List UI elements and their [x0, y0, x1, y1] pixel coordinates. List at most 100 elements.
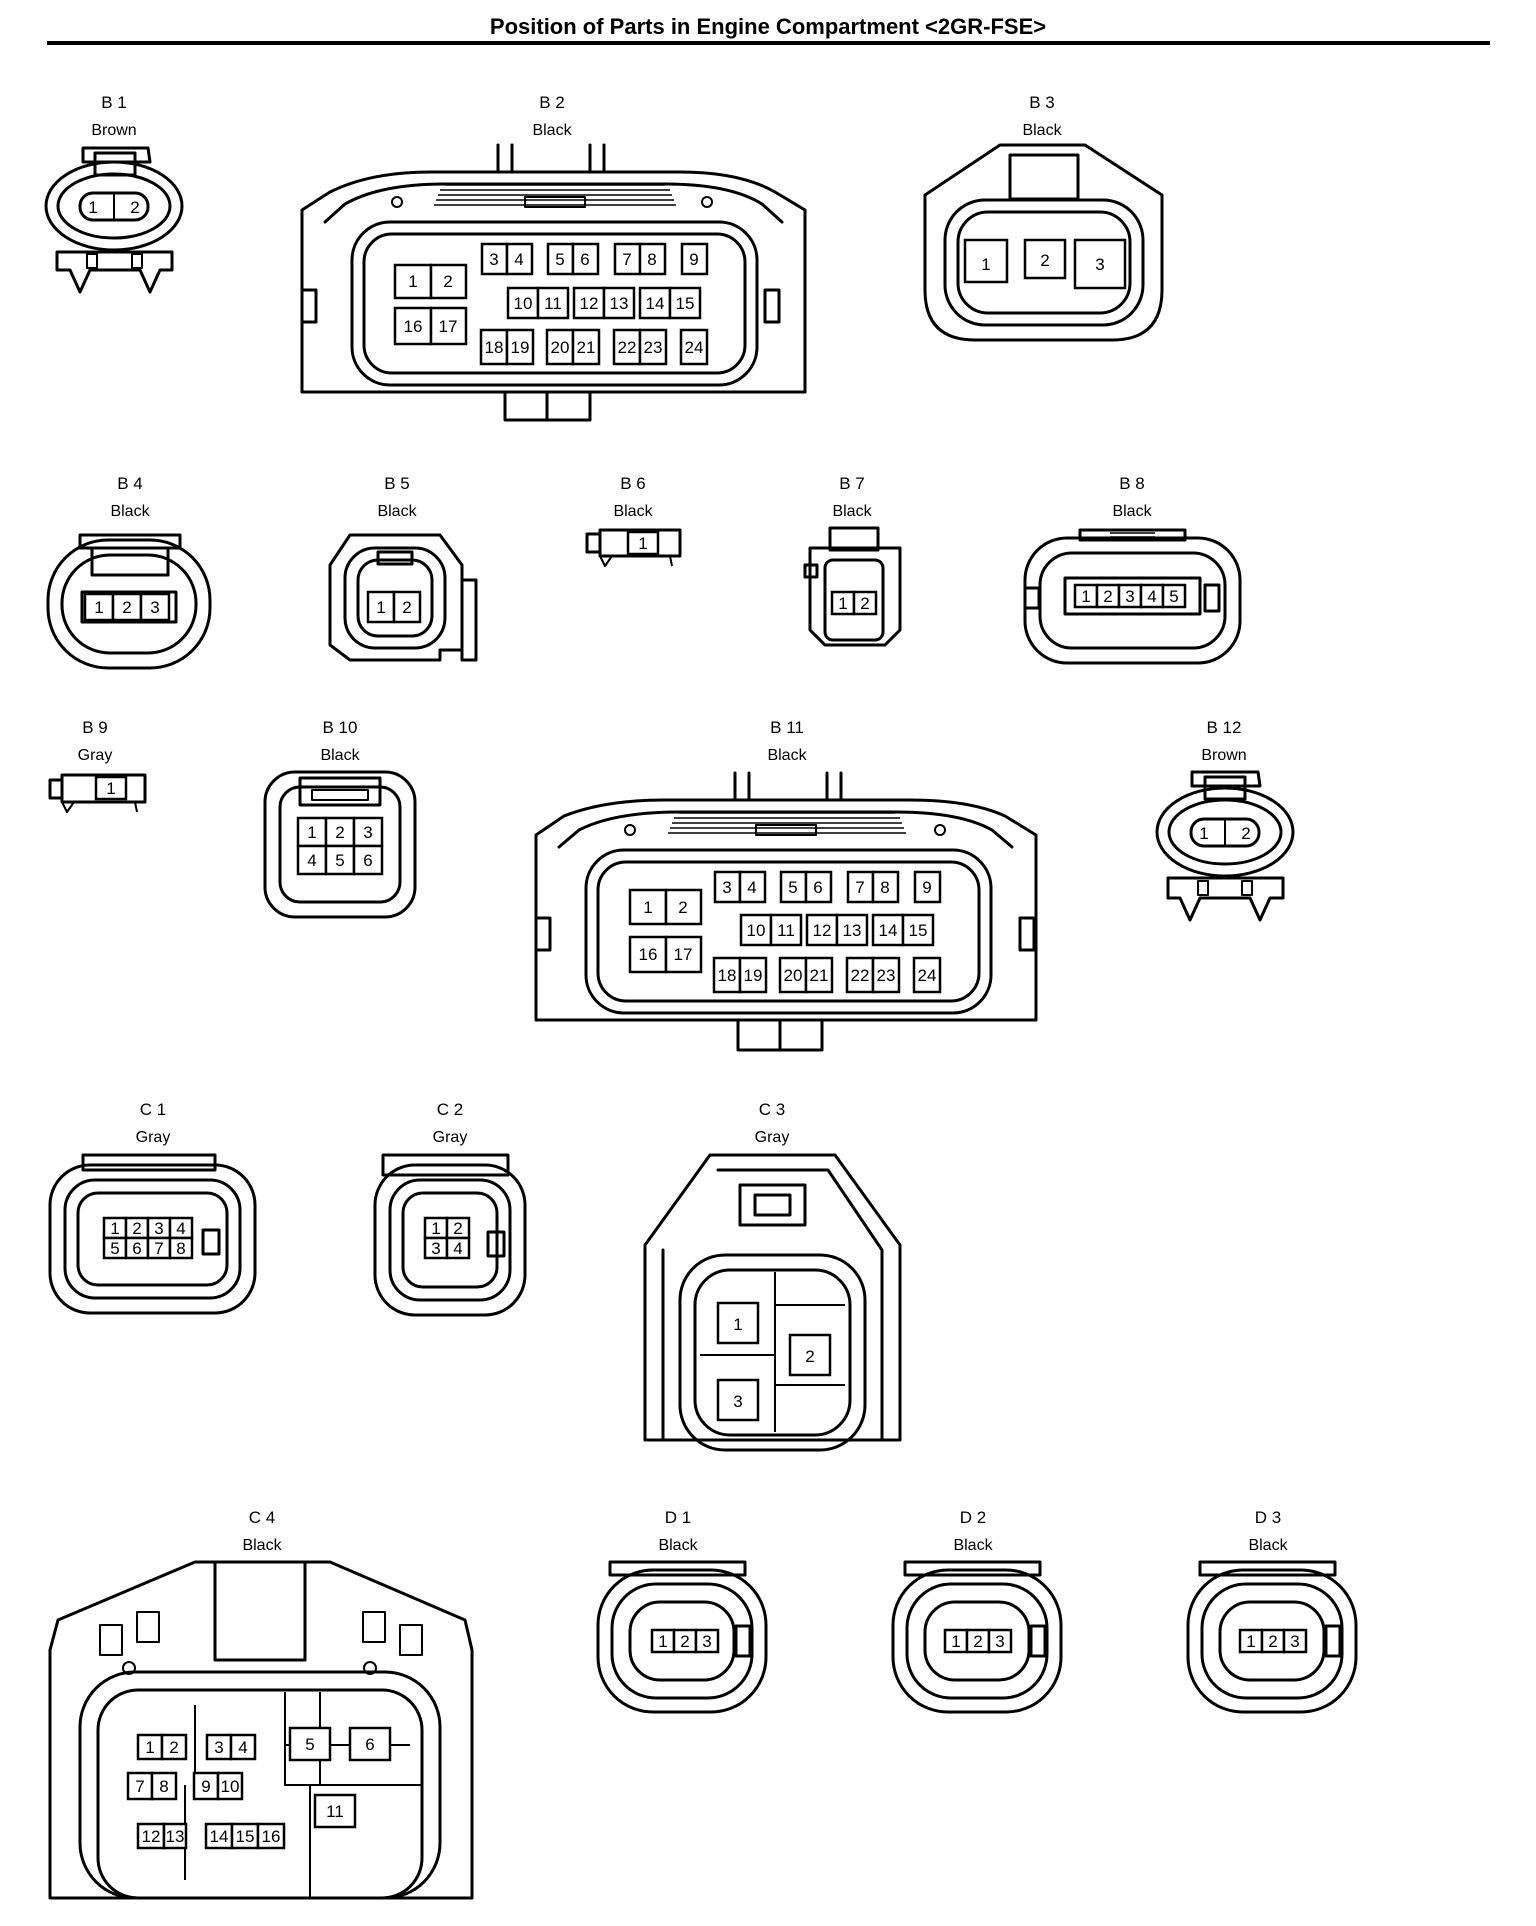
connector-d1-pin: 2: [680, 1632, 689, 1651]
connector-b2-id: B 2: [539, 93, 565, 112]
connector-b10-pin: 1: [307, 823, 316, 842]
connector-b4-pin: 3: [150, 598, 159, 617]
connector-b6-pin: 1: [638, 534, 647, 553]
connector-c1-pin: 6: [132, 1239, 141, 1258]
connector-b8-pin: 2: [1103, 587, 1112, 606]
connector-b4-color: Black: [110, 503, 150, 520]
connector-b2-pin: 7: [622, 250, 631, 269]
connector-b2-pin: 22: [618, 338, 637, 357]
connector-b2-pin: 18: [485, 338, 504, 357]
connector-b11-pin: 23: [877, 966, 896, 985]
connector-b11-pin: 21: [810, 966, 829, 985]
connector-b7-id: B 7: [839, 474, 865, 493]
connector-b2-pin: 11: [544, 294, 562, 313]
connector-b2-pin: 5: [555, 250, 564, 269]
connector-c4-pin: 8: [159, 1777, 168, 1796]
connector-b9-pin: 1: [106, 779, 115, 798]
connector-b2-pin: 2: [443, 272, 452, 291]
connector-b7: B 7 Black 1 2: [803, 474, 902, 647]
connector-b3-id: B 3: [1029, 93, 1055, 112]
connector-b11-pin: 7: [855, 878, 864, 897]
connector-b12-pin: 1: [1199, 824, 1208, 843]
connector-b10-id: B 10: [323, 718, 358, 737]
connector-b10-pin: 2: [335, 823, 344, 842]
connector-b10-pin: 3: [363, 823, 372, 842]
connector-c1-pin: 2: [132, 1219, 141, 1238]
connector-b11-pin: 9: [922, 878, 931, 897]
connector-b11-pin: 3: [722, 878, 731, 897]
connector-b1-pin: 2: [130, 198, 139, 217]
connector-b5-pin: 1: [376, 598, 385, 617]
connector-d2: D 2 Black 1 2 3: [891, 1508, 1063, 1714]
connector-c4-pin: 13: [166, 1827, 185, 1846]
connector-b2-pin: 13: [610, 294, 629, 313]
connector-d3-pin: 3: [1290, 1632, 1299, 1651]
connector-c4-pin: 6: [365, 1735, 374, 1754]
connector-c1-pin: 7: [154, 1239, 163, 1258]
connector-b4-pin: 1: [94, 598, 103, 617]
connector-b3-pin: 2: [1040, 251, 1049, 270]
connector-b4: B 4 Black 1 2 3: [46, 474, 212, 670]
connector-b11-pin: 6: [813, 878, 822, 897]
connector-c3-pin: 3: [733, 1392, 742, 1411]
connector-b11-id: B 11: [770, 718, 804, 737]
connector-c2-pin: 2: [453, 1219, 462, 1238]
connector-c3: C 3 Gray 1 2 3: [643, 1100, 902, 1452]
connector-d3-color: Black: [1248, 1537, 1288, 1554]
connector-b8: B 8 Black 1 2 3 4 5: [1023, 474, 1242, 665]
connector-b11-pin: 20: [784, 966, 803, 985]
connector-b7-color: Black: [832, 503, 872, 520]
connector-d2-pin: 2: [973, 1632, 982, 1651]
connector-d3-id: D 3: [1255, 1508, 1281, 1527]
connector-b8-id: B 8: [1119, 474, 1145, 493]
connector-b3-pin: 1: [981, 255, 990, 274]
connector-b11-pin: 5: [788, 878, 797, 897]
connector-b3: B 3 Black 1 2 3: [923, 93, 1164, 342]
connector-b2-pin: 10: [514, 294, 533, 313]
connector-b11-pin: 11: [777, 921, 795, 940]
connector-b10-color: Black: [320, 747, 360, 764]
connector-c1-pin: 4: [176, 1219, 185, 1238]
connector-c4-id: C 4: [249, 1508, 275, 1527]
connector-b11-pin: 14: [879, 921, 898, 940]
connector-c2-pin: 3: [431, 1239, 440, 1258]
connector-b1-color: Brown: [91, 122, 136, 139]
connector-b10-pin: 4: [307, 851, 316, 870]
connector-b11-pin: 16: [639, 945, 658, 964]
connector-b1: B 1 Brown 1 2: [44, 93, 184, 294]
connector-b2-pin: 19: [511, 338, 530, 357]
connector-c1: C 1 Gray 1 2 3 4 5 6 7 8: [48, 1100, 257, 1315]
connector-b2-pin: 20: [551, 338, 570, 357]
connector-b2-pin: 15: [676, 294, 695, 313]
connector-b11-pin: 1: [643, 898, 652, 917]
connector-b11-pin: 13: [843, 921, 862, 940]
connector-b11-pin: 2: [678, 898, 687, 917]
connector-b2-pin: 17: [439, 317, 458, 336]
page-title: Position of Parts in Engine Compartment …: [490, 14, 1046, 39]
connector-b4-pin: 2: [122, 598, 131, 617]
connector-b12-pin: 2: [1241, 824, 1250, 843]
connector-d2-id: D 2: [960, 1508, 986, 1527]
connector-b10-pin: 5: [335, 851, 344, 870]
connector-b2-pin: 14: [646, 294, 665, 313]
connector-b2-pin: 24: [685, 338, 704, 357]
connector-b9-id: B 9: [82, 718, 108, 737]
connector-d1-id: D 1: [665, 1508, 691, 1527]
connector-b8-pin: 3: [1125, 587, 1134, 606]
connector-c3-pin: 2: [805, 1347, 814, 1366]
connector-d1-pin: 3: [702, 1632, 711, 1651]
connector-b2-pin: 1: [408, 272, 417, 291]
connector-b2-pin: 23: [644, 338, 663, 357]
connector-b2: B 2 Black 1 2 3 4 5 6 7 8 9 10 11 12 13 …: [300, 93, 807, 422]
connector-b2-pin: 16: [404, 317, 423, 336]
connector-b11-pin: 22: [851, 966, 870, 985]
connector-b9-color: Gray: [78, 747, 113, 764]
connector-c4-pin: 5: [305, 1735, 314, 1754]
connector-b6: B 6 Black 1: [585, 474, 682, 567]
connector-b2-color: Black: [532, 122, 572, 139]
connector-b11-pin: 4: [747, 878, 756, 897]
connector-b2-pin: 6: [580, 250, 589, 269]
connector-c4-pin: 12: [142, 1827, 161, 1846]
connector-d1: D 1 Black 1 2 3: [596, 1508, 768, 1714]
connector-b11-pin: 17: [674, 945, 693, 964]
